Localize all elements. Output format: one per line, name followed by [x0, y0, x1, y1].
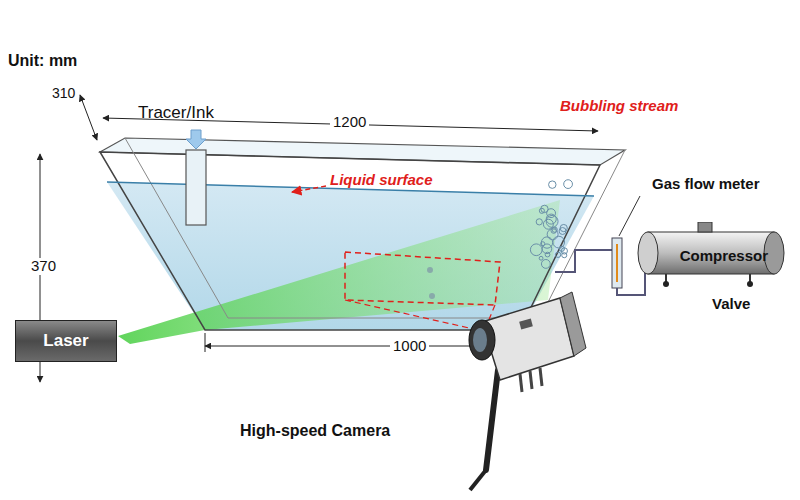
- valve-label: Valve: [712, 296, 750, 313]
- bubble: [546, 215, 558, 227]
- dimension-line: [80, 95, 97, 140]
- bubble: [539, 256, 543, 260]
- bubble: [530, 244, 542, 256]
- bubble: [542, 244, 552, 254]
- bubble: [555, 252, 560, 257]
- bubble: [536, 219, 542, 225]
- compressor-tank: Compressor: [636, 222, 786, 288]
- bubbling-label: Bubbling stream: [560, 98, 678, 115]
- bubble: [560, 224, 567, 231]
- dimension: 370: [28, 258, 59, 275]
- bubble: [541, 259, 550, 268]
- bubbles: [530, 180, 572, 269]
- dimension: 310: [52, 86, 75, 101]
- leader: [292, 186, 326, 192]
- compressor-label: Compressor: [680, 247, 768, 264]
- tracer-arrow: [186, 130, 206, 149]
- view-line: [345, 300, 478, 330]
- bubble: [561, 248, 567, 254]
- camera-label: High-speed Camera: [240, 422, 390, 440]
- tank-top: [100, 138, 625, 165]
- float: [616, 244, 618, 282]
- laser-box: Laser: [15, 320, 117, 362]
- tank-back-edge: [125, 138, 228, 318]
- surface-label: Liquid surface: [330, 172, 433, 189]
- bubble: [553, 236, 565, 248]
- tank-back-edge: [540, 150, 625, 318]
- tracer-label: Tracer/Ink: [138, 104, 214, 123]
- bubble: [564, 180, 573, 189]
- gas-pipe: [555, 250, 620, 272]
- particle: [429, 293, 435, 299]
- gas-flow-meter: [612, 238, 622, 288]
- tank-front: [100, 152, 600, 330]
- gas-pipe: [617, 270, 645, 295]
- extension-line: [205, 333, 206, 352]
- bubble: [549, 181, 556, 188]
- high-speed-camera: [469, 292, 586, 490]
- tracer-tube: [186, 150, 206, 225]
- measuring-window: [345, 252, 500, 305]
- dimension: 1200: [330, 114, 369, 131]
- leader: [619, 196, 640, 236]
- dimension: 1000: [390, 338, 429, 355]
- particle: [427, 267, 433, 273]
- flow-meter-label: Gas flow meter: [652, 176, 760, 193]
- unit-note: Unit: mm: [8, 52, 77, 70]
- bubble: [551, 228, 557, 234]
- laser-label: Laser: [43, 331, 88, 351]
